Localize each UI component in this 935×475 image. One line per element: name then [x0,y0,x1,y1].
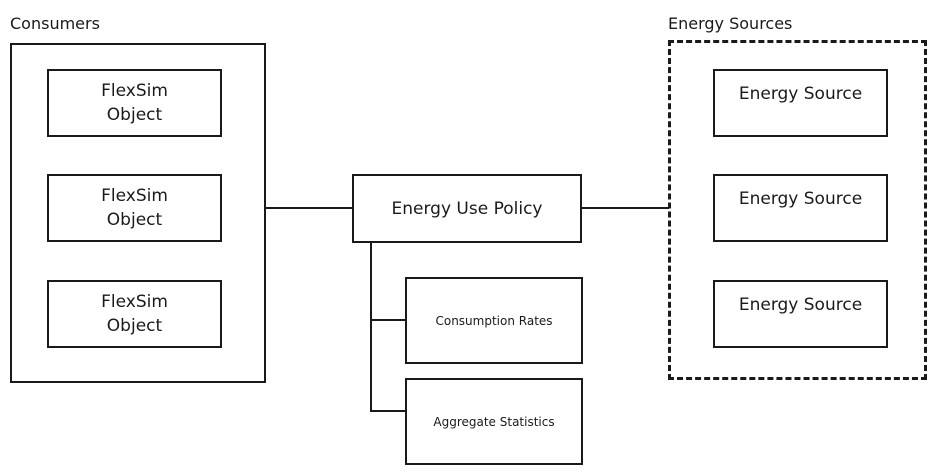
energy-source-3[interactable]: Energy Source [713,280,888,348]
flexsim-object-1[interactable]: FlexSim Object [47,69,222,137]
energy-use-policy-label: Energy Use Policy [391,198,543,219]
flexsim-object-3-label: FlexSim Object [101,292,168,336]
flexsim-object-2[interactable]: FlexSim Object [47,174,222,242]
flexsim-object-1-label: FlexSim Object [101,81,168,125]
energy-source-2-label: Energy Source [738,189,863,209]
consumers-title: Consumers [10,14,100,33]
energy-source-1-label: Energy Source [738,84,863,104]
energy-use-policy-box[interactable]: Energy Use Policy [352,174,582,243]
flexsim-object-3[interactable]: FlexSim Object [47,280,222,348]
flexsim-object-2-label: FlexSim Object [101,186,168,230]
consumption-rates-box[interactable]: Consumption Rates [405,277,583,364]
energy-source-3-label: Energy Source [738,295,863,315]
consumers-group [10,43,266,383]
aggregate-statistics-label: Aggregate Statistics [433,414,555,429]
energy-source-1[interactable]: Energy Source [713,69,888,137]
energy-source-2[interactable]: Energy Source [713,174,888,242]
consumption-rates-label: Consumption Rates [435,313,553,328]
energy-sources-title: Energy Sources [668,14,793,33]
aggregate-statistics-box[interactable]: Aggregate Statistics [405,378,583,465]
energy-sources-group [668,40,927,380]
